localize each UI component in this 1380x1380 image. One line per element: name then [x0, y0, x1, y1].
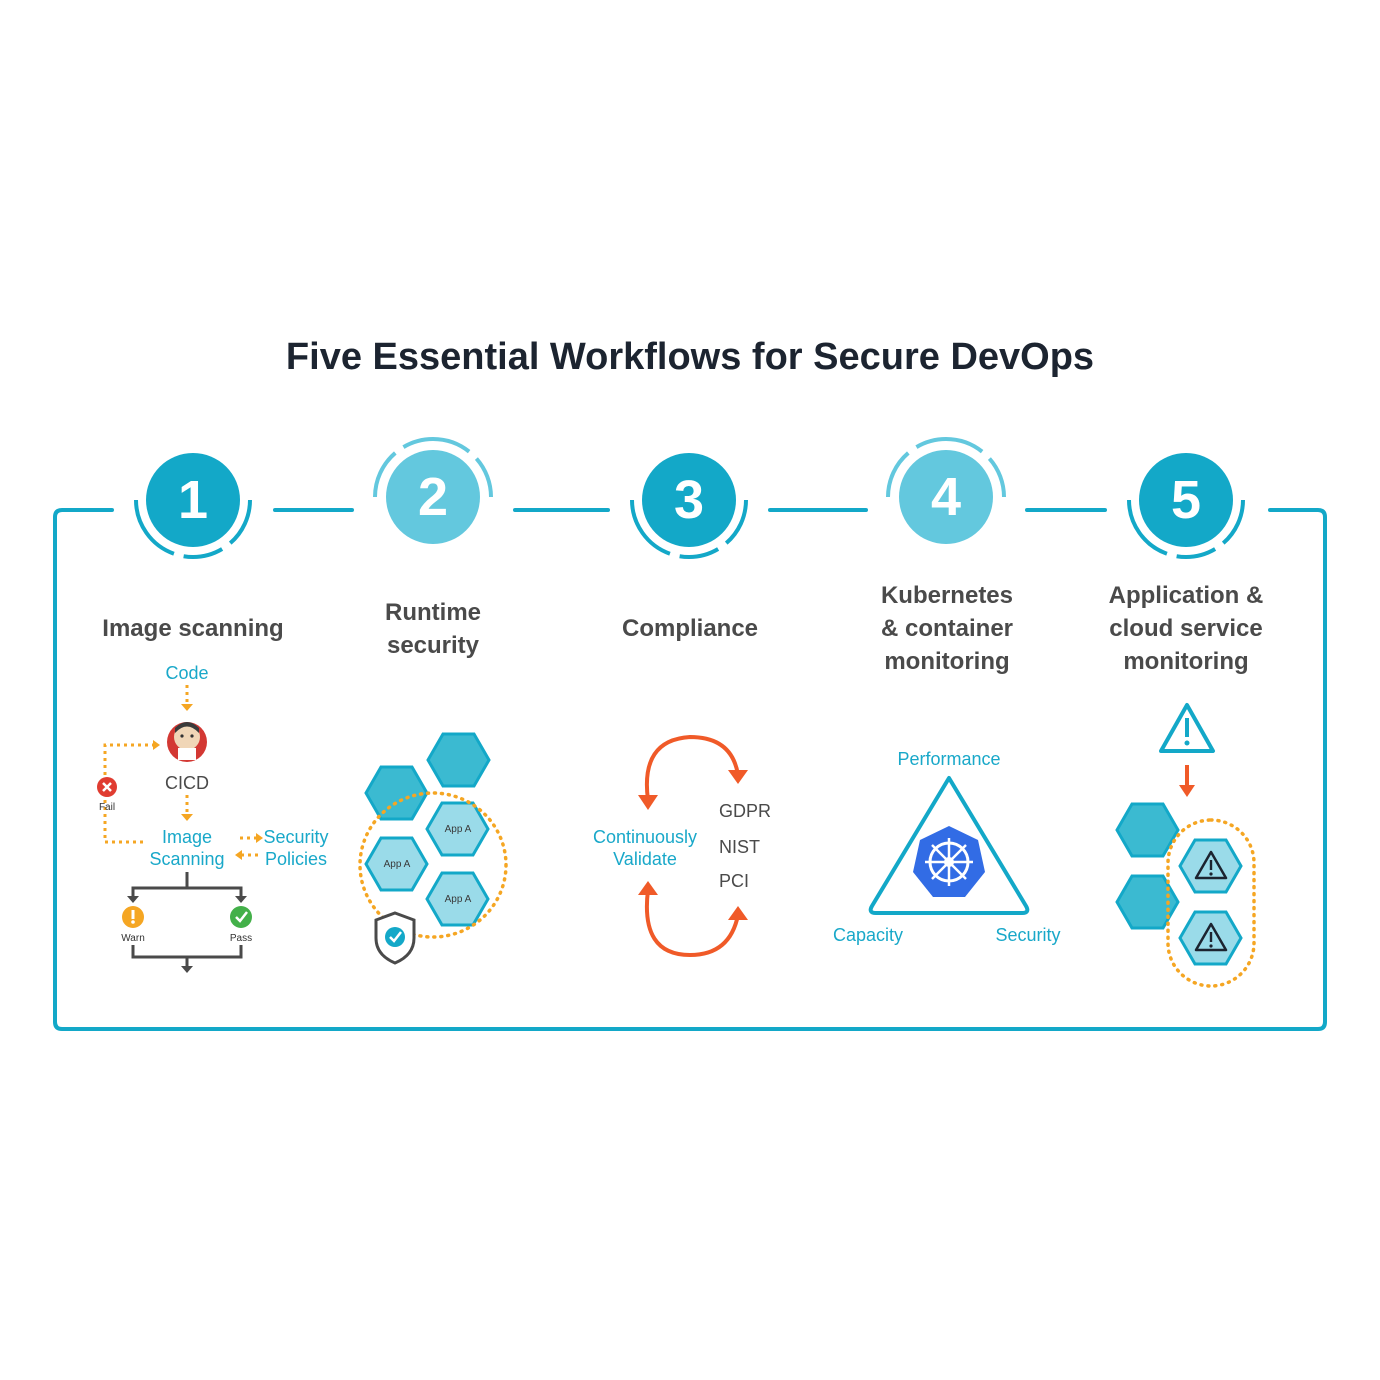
shield-check-icon: [374, 911, 416, 965]
kubernetes-triangle: [868, 776, 1030, 915]
compliance-arrowheads: [638, 770, 748, 920]
jenkins-icon: [167, 722, 207, 762]
code-label: Code: [165, 663, 209, 683]
nist-label: NIST: [719, 837, 761, 857]
step-circle-5: [1127, 453, 1245, 559]
runtime-hexagons: [358, 732, 508, 939]
step-number-5: 5: [1170, 470, 1202, 530]
pass-label: Pass: [229, 933, 253, 944]
fail-x-icon: [97, 777, 117, 797]
frame-outline: [53, 508, 1327, 1031]
alert-down-arrow: [1179, 765, 1195, 797]
step-number-2: 2: [417, 467, 449, 527]
image-scanning-flow: [103, 685, 258, 857]
warn-label: Warn: [121, 933, 145, 944]
step-circle-1: [134, 453, 252, 559]
app-cloud-hexagons: [1115, 802, 1256, 988]
fail-label: Fail: [98, 802, 116, 813]
performance-label: Performance: [897, 749, 1001, 769]
scan-result-tree: [131, 872, 243, 968]
app-label-3: App A: [444, 894, 472, 905]
step-number-4: 4: [930, 467, 962, 527]
kubernetes-helm-icon: [913, 826, 985, 897]
app-label-1: App A: [444, 824, 472, 835]
step-circle-3: [630, 453, 748, 559]
warning-icon-hex-1: [1194, 850, 1228, 880]
warning-icon-hex-2: [1194, 922, 1228, 952]
pass-check-icon: [230, 906, 252, 928]
step-circle-2: [373, 437, 493, 544]
step-number-3: 3: [673, 470, 705, 530]
warn-exclamation-icon: [122, 906, 144, 928]
step-number-1: 1: [177, 470, 209, 530]
gdpr-label: GDPR: [719, 801, 772, 821]
app-label-2: App A: [383, 859, 411, 870]
warning-triangle-icon: [1159, 703, 1215, 753]
security-label: Security: [995, 925, 1061, 945]
step-circle-4: [886, 437, 1006, 544]
step-label-3: Compliance: [621, 615, 759, 642]
compliance-cycle-arrows: [644, 734, 740, 958]
page-title: Five Essential Workflows for Secure DevO…: [285, 336, 1095, 378]
cicd-label: CICD: [165, 773, 209, 793]
tree-arrowheads: [127, 896, 247, 973]
flow-arrowheads: [153, 704, 263, 860]
step-label-1: Image scanning: [102, 615, 284, 642]
capacity-label: Capacity: [832, 925, 904, 945]
pci-label: PCI: [719, 871, 750, 891]
